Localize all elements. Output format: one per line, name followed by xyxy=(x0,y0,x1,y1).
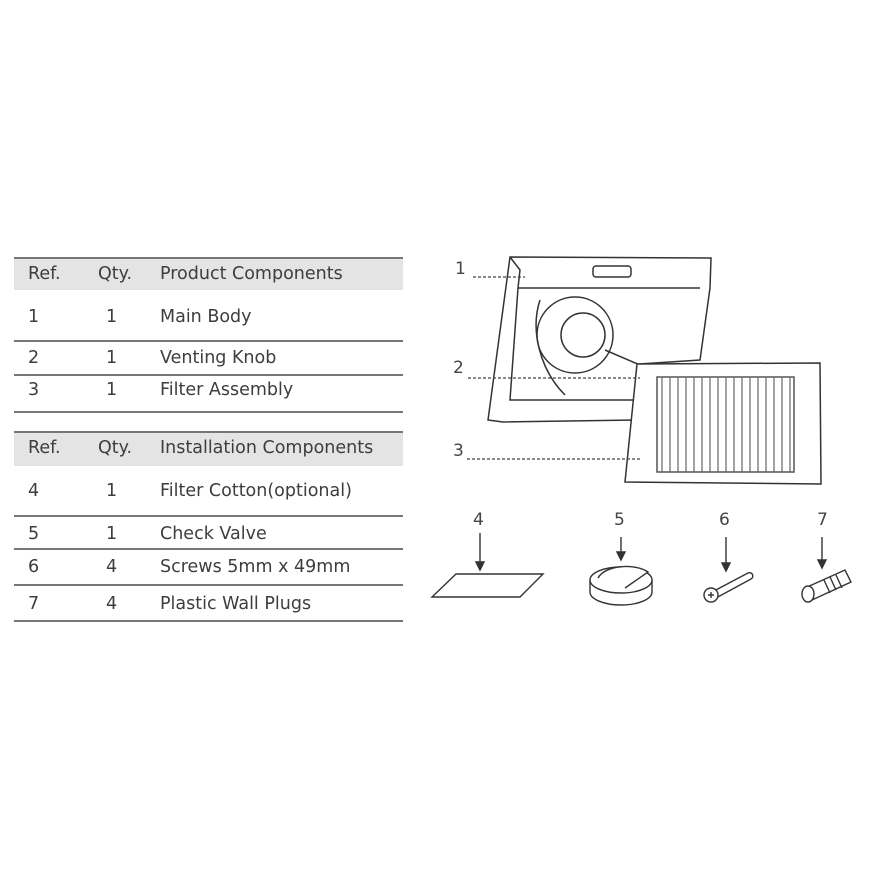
part-label-7: 7 xyxy=(817,510,828,530)
cell-ref: 4 xyxy=(28,481,40,501)
cell-name: Filter Cotton(optional) xyxy=(160,481,352,501)
table-row: 6 4 Screws 5mm x 49mm xyxy=(14,550,403,586)
cell-ref: 3 xyxy=(28,380,40,400)
cell-ref: 7 xyxy=(28,594,40,614)
cell-qty: 4 xyxy=(106,594,118,614)
part-label-4: 4 xyxy=(473,510,484,530)
table-header: Ref. Qty. Installation Components xyxy=(14,431,403,466)
part-label-5: 5 xyxy=(614,510,625,530)
header-ref: Ref. xyxy=(28,264,61,284)
table-row: 1 1 Main Body xyxy=(14,290,403,342)
table-row: 7 4 Plastic Wall Plugs xyxy=(14,586,403,622)
cell-name: Check Valve xyxy=(160,524,267,544)
cell-name: Venting Knob xyxy=(160,348,277,368)
wall-plug-icon xyxy=(801,569,852,603)
callout-lines xyxy=(467,276,641,460)
cell-name: Filter Assembly xyxy=(160,380,294,400)
cell-ref: 2 xyxy=(28,348,40,368)
cell-qty: 1 xyxy=(106,307,118,327)
filter-assembly-illustration xyxy=(624,362,822,485)
cell-name: Main Body xyxy=(160,307,252,327)
header-qty: Qty. xyxy=(98,438,133,458)
table-row: 3 1 Filter Assembly xyxy=(14,376,403,413)
cell-name: Plastic Wall Plugs xyxy=(160,594,312,614)
header-name: Installation Components xyxy=(160,438,374,458)
table-row: 2 1 Venting Knob xyxy=(14,342,403,376)
table-row: 4 1 Filter Cotton(optional) xyxy=(14,466,403,517)
screw-icon xyxy=(703,571,754,603)
cell-qty: 1 xyxy=(106,380,118,400)
callout-1: 1 xyxy=(455,259,466,279)
cell-qty: 1 xyxy=(106,524,118,544)
callout-3: 3 xyxy=(453,441,464,461)
cell-ref: 6 xyxy=(28,557,40,577)
header-ref: Ref. xyxy=(28,438,61,458)
part-label-6: 6 xyxy=(719,510,730,530)
arrows xyxy=(474,533,828,573)
cell-qty: 1 xyxy=(106,481,118,501)
callout-2: 2 xyxy=(453,358,464,378)
cell-qty: 4 xyxy=(106,557,118,577)
table-row: 5 1 Check Valve xyxy=(14,517,403,550)
filter-cotton-icon xyxy=(430,573,545,598)
header-name: Product Components xyxy=(160,264,343,284)
cell-ref: 5 xyxy=(28,524,40,544)
header-qty: Qty. xyxy=(98,264,133,284)
table-header: Ref. Qty. Product Components xyxy=(14,257,403,290)
cell-qty: 1 xyxy=(106,348,118,368)
cell-name: Screws 5mm x 49mm xyxy=(160,557,351,577)
cell-ref: 1 xyxy=(28,307,40,327)
check-valve-icon xyxy=(589,565,653,606)
